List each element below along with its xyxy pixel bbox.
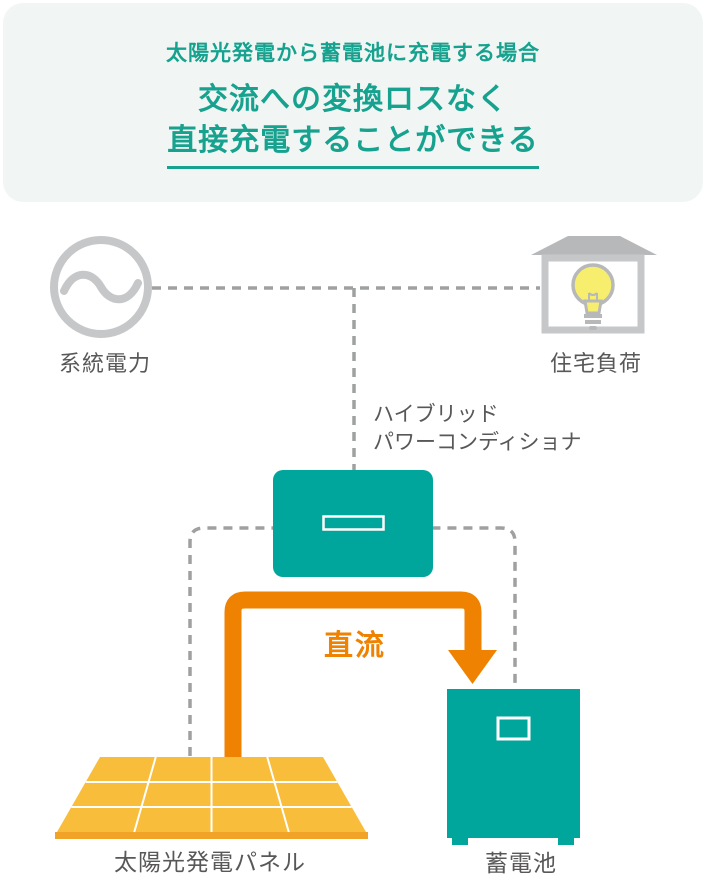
header-title: 交流への変換ロスなく 直接充電することができる [3,79,703,169]
dc-arrow [224,591,497,757]
battery-box [447,689,580,845]
power-conditioner-box [273,470,433,577]
conditioner-label-line2: パワーコンディショナ [373,431,582,454]
header-title-line2: 直接充電することができる [167,120,539,169]
ac-grid-icon [50,236,152,338]
house-icon [531,236,657,334]
solar-panel-label: 太陽光発電パネル [114,849,306,874]
header-title-line1: 交流への変換ロスなく [198,83,508,116]
conditioner-label-line1: ハイブリッド [373,403,499,426]
house-load-label: 住宅負荷 [549,351,642,376]
dc-flow-label: 直流 [323,630,386,662]
lightbulb-icon [571,263,615,330]
battery-label: 蓄電池 [485,850,557,874]
ac-line-dashed [152,286,540,470]
solar-panel-icon [55,756,368,839]
header-subtitle: 太陽光発電から蓄電池に充電する場合 [166,42,540,65]
header-banner: 太陽光発電から蓄電池に充電する場合 交流への変換ロスなく 直接充電することができ… [3,3,703,202]
grid-power-label: 系統電力 [58,351,151,376]
conditioner-label: ハイブリッド パワーコンディショナ [373,401,613,457]
